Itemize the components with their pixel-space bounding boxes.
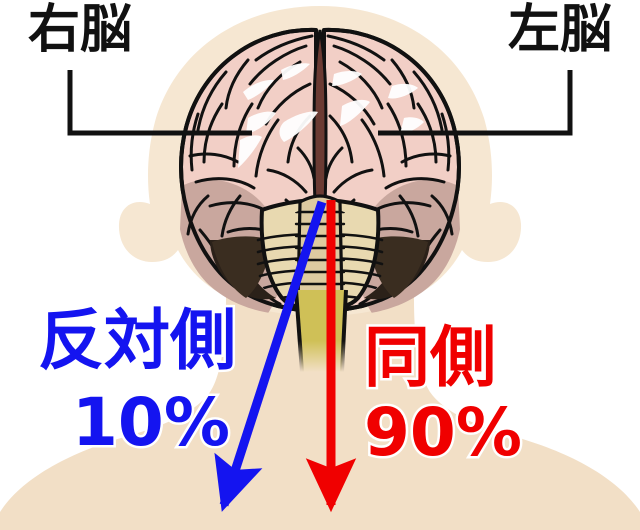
brain-highlights xyxy=(238,63,424,168)
brain xyxy=(176,27,464,373)
label-left-brain: 左脳 xyxy=(508,0,613,60)
label-contralateral-percent: 10% xyxy=(70,384,233,461)
right-brain-leader xyxy=(67,70,252,136)
left-brain-leader xyxy=(378,70,573,136)
label-ipsilateral-percent: 90% xyxy=(362,394,525,471)
leader-lines xyxy=(67,70,573,136)
label-contralateral: 反対側 xyxy=(36,302,239,379)
contralateral-arrow xyxy=(214,200,327,512)
pathway-arrows xyxy=(214,200,357,513)
label-right-brain: 右脳 xyxy=(28,0,133,60)
label-ipsilateral: 同側 xyxy=(362,319,499,396)
brainstem xyxy=(294,289,348,373)
